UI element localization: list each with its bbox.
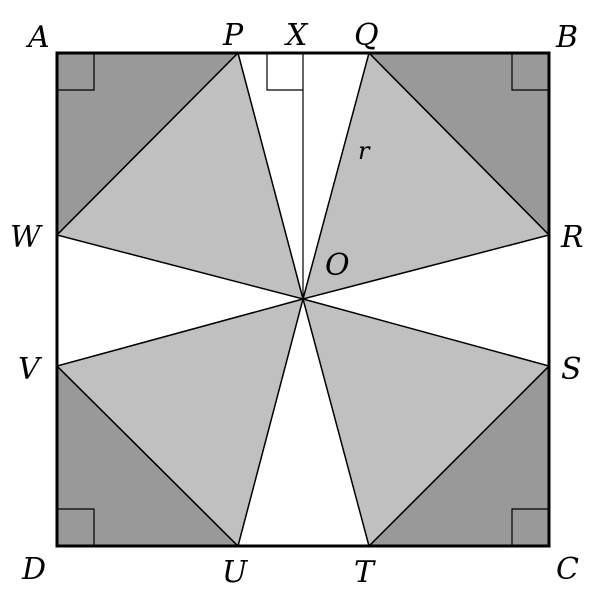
- label-r: r: [358, 137, 371, 165]
- label-T: T: [354, 555, 376, 590]
- label-U: U: [222, 555, 249, 590]
- label-S: S: [561, 352, 582, 387]
- triangle-OQR: [301, 51, 551, 301]
- label-R: R: [560, 220, 584, 255]
- label-W: W: [10, 220, 43, 255]
- label-X: X: [284, 18, 309, 53]
- label-V: V: [18, 352, 43, 387]
- right-angle-mark-X: [266, 53, 303, 91]
- right-angle-mark-A: [57, 53, 95, 91]
- triangle-OPW: [55, 51, 305, 301]
- label-A: A: [25, 20, 50, 55]
- label-P: P: [222, 18, 244, 53]
- label-B: B: [555, 20, 578, 55]
- triangle-OVU: [55, 297, 305, 548]
- right-angle-mark-C: [511, 508, 549, 546]
- label-O: O: [325, 248, 350, 283]
- triangle-OST: [301, 297, 551, 548]
- right-angle-mark-B: [511, 53, 549, 91]
- right-angle-mark-D: [57, 508, 95, 546]
- label-Q: Q: [354, 18, 379, 53]
- label-C: C: [556, 552, 579, 587]
- label-D: D: [21, 552, 46, 587]
